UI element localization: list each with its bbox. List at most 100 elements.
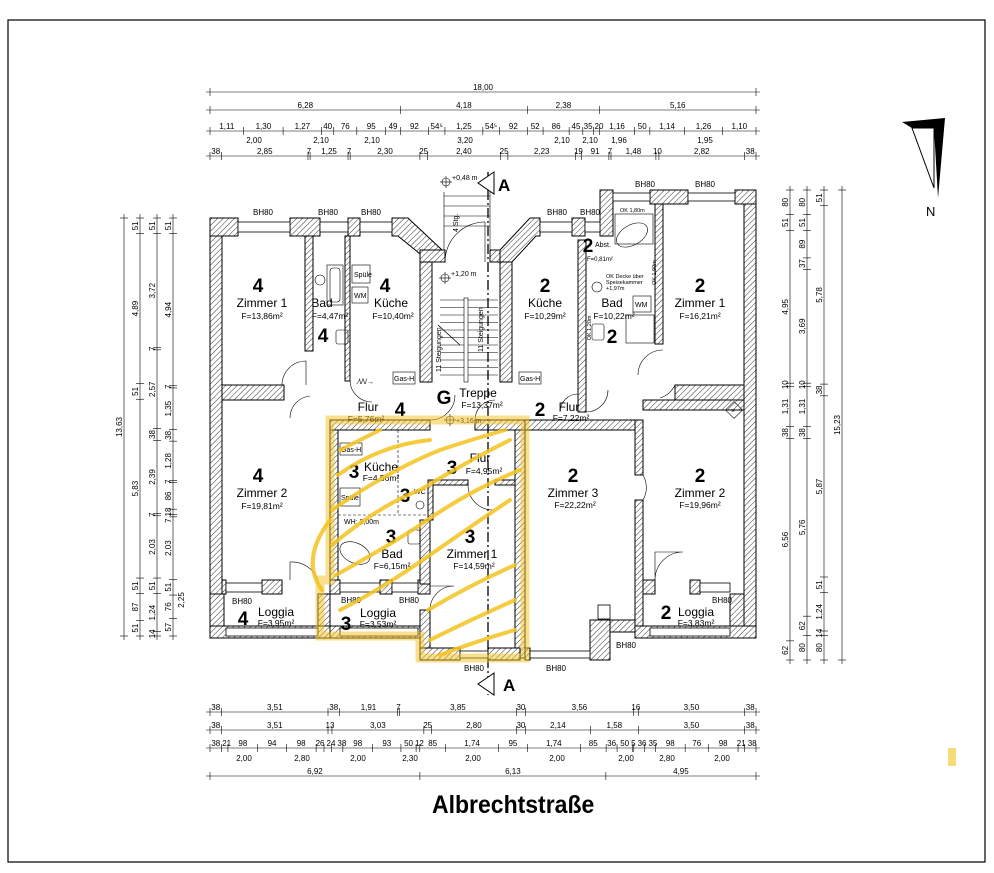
dimension-label: 25 [500,147,509,156]
section-marker-top: A [498,176,510,195]
dimension-label: 62 [781,645,790,654]
room-name: Loggia [678,605,714,619]
room-name: Flur [358,400,379,414]
room-name: Bad [601,296,622,310]
dimension-label: 36 [607,739,616,748]
window-label: BH80 [635,180,656,189]
dimension-label: 38 [329,703,338,712]
dimension-label: 2,40 [456,147,472,156]
window-label: BH80 [546,664,567,673]
dimension-label: 13 [326,721,335,730]
highlight-mark [948,748,956,766]
dimension-label: 38 [746,721,755,730]
dimension-label: 4,95 [673,767,689,776]
dimension-label: 1,48 [626,147,642,156]
north-label: N [926,204,935,219]
dimension-label: 2,25 [177,592,186,608]
dimension-label: 92 [509,122,518,131]
dk-note: DK 1,20m [587,315,593,340]
dimension-label: 54⁵ [485,122,497,131]
dimension-label: 3,56 [572,703,588,712]
room-area: F=3,95m² [258,618,295,628]
dimension-label: 51 [131,221,140,230]
stairwell-room: G Treppe F=13,37m² [437,386,503,410]
room-unit-number: 2 [661,603,672,624]
dimension-label: 87 [131,602,140,611]
room-name: Küche [364,460,398,474]
window-label: BH80 [616,641,637,650]
dimension-label: 80 [815,643,824,652]
room-area: F=13,37m² [461,400,503,410]
dimension-label: 4,18 [456,101,472,110]
dimension-label: 51 [131,386,140,395]
dimension-label: 1,28 [164,453,173,469]
room-unit-number: 2 [540,276,551,297]
room-area: F=19,81m² [241,501,283,511]
top-opening-dimensions: 2,00 2,10 2,10 3,20 2,10 2,10 1,96 1,95 [246,136,713,145]
window-label: BH80 [464,664,485,673]
dimension-label: 10 [781,380,790,389]
room-name: Loggia [258,605,294,619]
dimension-label: 16 [631,703,640,712]
window-height-labels: BH80 BH80 BH80 BH80 BH80 BH80 BH80 BH80 … [232,180,733,673]
room-unit-number: 2 [568,466,579,487]
dimension-label: 1,16 [609,122,625,131]
dimension-label: 35 [648,739,657,748]
dimension-label: 51 [815,193,824,202]
dimension-label: 1,25 [456,122,472,131]
dimension-label: 38 [746,147,755,156]
dimension-label: 2,57 [148,381,157,397]
dimension-label: 51 [164,582,173,591]
dimension-label: 51 [148,581,157,590]
dimension-label: 50 [638,122,647,131]
dimension-label: 3,51 [267,703,283,712]
tub-note: OK 1,80m [620,208,645,214]
stair-label-right: 11 Steigungen [478,307,485,352]
room-name: Küche [528,296,562,310]
room-area: F=0,81m² [587,257,613,263]
apartment-2-rooms: 2 Küche F=10,29m² 2 Abst. F=0,81m² Bad F… [524,236,725,628]
room-unit-number: 2 [583,236,594,257]
section-marker-bottom: A [503,676,515,695]
dimension-label: 5,16 [670,101,686,110]
dimension-label: 98 [666,739,675,748]
room-name: Zimmer 1 [675,296,726,310]
radiator-symbol: ⁄\/\/→ [356,379,374,386]
dimension-label: 7 [396,703,401,712]
room-unit-number: 2 [695,466,706,487]
dimension-label: 38 [211,703,220,712]
room-area: F=4,95m² [466,466,503,476]
dimension-label: 1,11 [219,122,235,131]
dimension-label: 38 [211,739,220,748]
room-name: Treppe [459,386,497,400]
stair-label-left: 11 Steigungen [436,327,443,372]
stair-label-entrance: 4 Stg. [453,214,460,232]
dimension-label: 1,31 [781,398,790,414]
dimension-label: 93 [382,739,391,748]
dimension-label: 1,30 [256,122,272,131]
north-arrow: N [902,118,945,219]
dimension-label: 7 [164,384,173,389]
room-name: Abst. [595,242,611,249]
dimension-label: 2,82 [694,147,710,156]
heater-label: Gas-H [341,447,361,454]
ceiling-note: Speisekammer [606,280,643,286]
window-label: BH80 [232,597,253,606]
room-area: F=16,21m² [679,311,721,321]
dimension-label: 76 [692,739,701,748]
dimension-label: 98 [297,739,306,748]
room-name: Zimmer 2 [675,486,726,500]
room-area: F=10,40m² [372,311,414,321]
dimension-label: 4,95 [781,298,790,314]
street-title: Albrechtstraße [432,791,594,819]
room-area: F=19,96m² [679,500,721,510]
room-name: Flur [559,400,580,414]
room-unit-number: 2 [695,276,706,297]
dimension-label: 18,00 [473,83,494,92]
dimension-label: 50 [404,739,413,748]
dimension-label: 10 [653,147,662,156]
window-label: BH80 [580,208,601,217]
dimension-label: 95 [367,122,376,131]
room-unit-number: 3 [386,527,397,548]
